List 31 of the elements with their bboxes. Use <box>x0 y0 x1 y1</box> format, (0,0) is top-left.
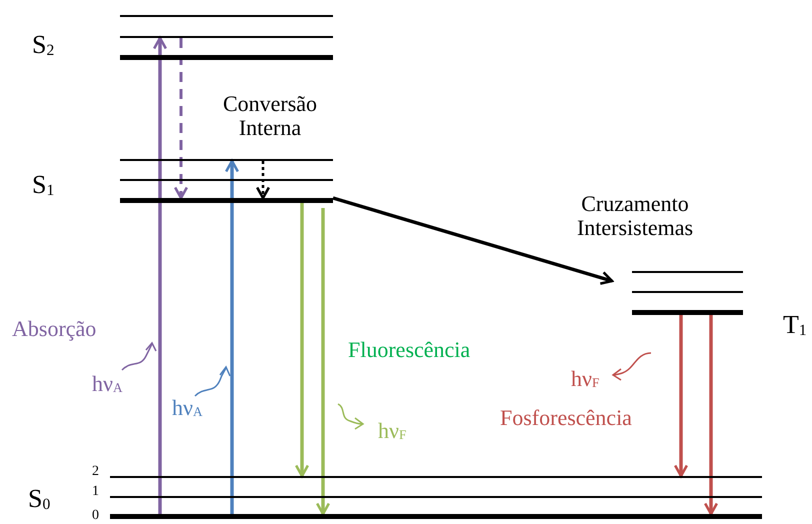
energy-level-line <box>632 291 743 293</box>
transition-arrow <box>704 315 718 516</box>
state-label: S$_{0}$ <box>28 486 50 512</box>
energy-level-line <box>120 159 333 161</box>
level-number: 0 <box>92 509 99 523</box>
level-number: 1 <box>92 485 99 499</box>
photon-label: hν$_{A}$ <box>172 396 202 420</box>
transition-arrow <box>174 38 188 200</box>
state-label: S$_{2}$ <box>32 32 54 58</box>
transition-arrow <box>152 36 168 514</box>
state-label: S$_{1}$ <box>32 172 54 198</box>
process-label: Absorção <box>12 317 96 342</box>
energy-level-line <box>120 36 333 38</box>
photon-label: hν$_{F}$ <box>571 367 600 392</box>
energy-level-line <box>632 271 743 273</box>
energy-level-line <box>120 179 333 181</box>
photon-label: hν$_{A}$ <box>92 372 122 396</box>
transition-arrow <box>294 203 310 478</box>
process-label: Fluorescência <box>348 338 470 362</box>
photon-label: hν$_{F}$ <box>378 419 406 444</box>
transition-arrow <box>332 196 614 285</box>
energy-level-line <box>120 15 333 17</box>
transition-arrow <box>316 208 330 516</box>
transition-arrow <box>256 161 270 200</box>
state-label: T$_{1}$ <box>783 312 807 338</box>
process-label: Cruzamento Intersistemas <box>576 192 694 240</box>
transition-arrow <box>224 160 240 514</box>
level-number: 2 <box>92 465 99 479</box>
transition-arrow <box>674 315 688 478</box>
process-label: Conversão Interna <box>222 92 318 140</box>
process-label: Fosforescência <box>500 406 632 430</box>
